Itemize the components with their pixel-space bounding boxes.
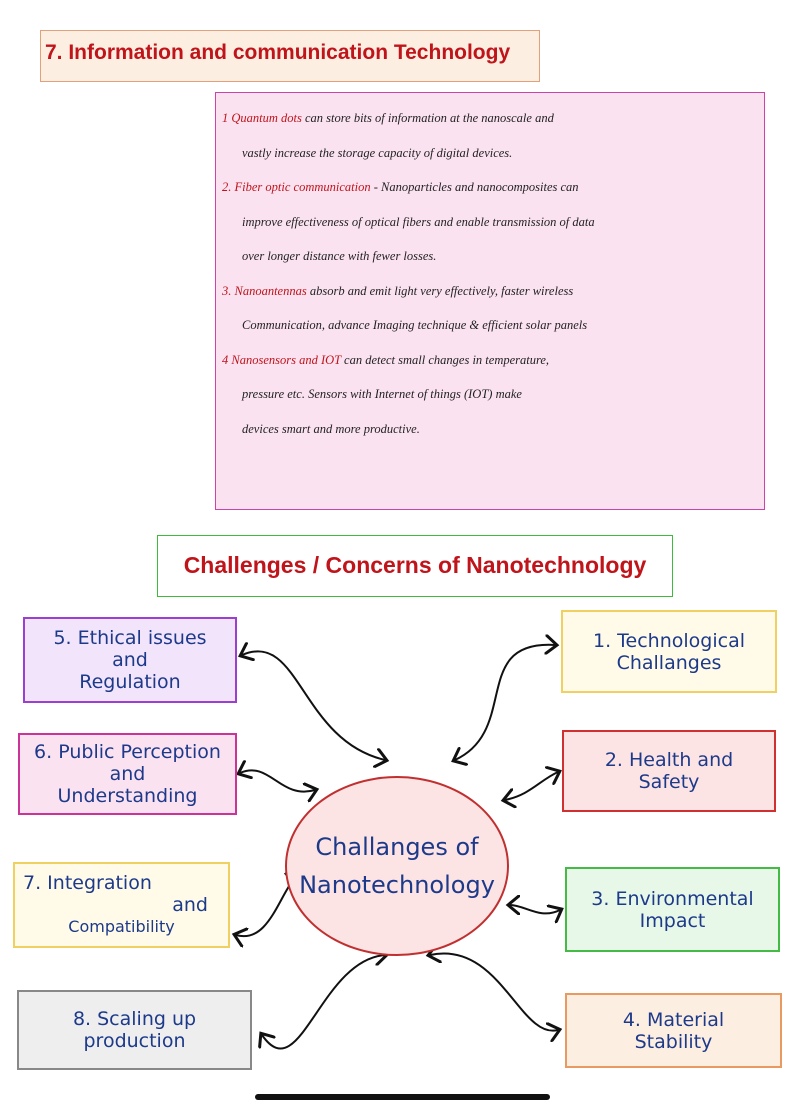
arrow-3 [510, 905, 560, 913]
box-text: 3. Environmental [591, 887, 754, 910]
arrow-6 [240, 770, 315, 791]
ict-point-2: 2. Fiber optic communication - Nanoparti… [222, 170, 758, 205]
box-text: Safety [638, 771, 700, 793]
point-lead: 3. Nanoantennas [222, 283, 307, 298]
ict-point-1: 1 Quantum dots can store bits of informa… [222, 101, 758, 136]
box-text: Understanding [57, 785, 198, 807]
arrow-1 [455, 645, 555, 760]
ict-point-3: 3. Nanoantennas absorb and emit light ve… [222, 274, 758, 309]
box-text: 2. Health and [604, 749, 734, 771]
ict-notes: 1 Quantum dots can store bits of informa… [215, 92, 765, 510]
point-text: devices smart and more productive. [242, 421, 420, 436]
center-ellipse: Challanges of Nanotechnology [285, 776, 509, 956]
point-text: can detect small changes in temperature, [340, 352, 550, 367]
point-lead: 1 Quantum dots [222, 111, 302, 125]
point-text: over longer distance with fewer losses. [242, 249, 437, 263]
point-text: improve effectiveness of optical fibers … [242, 214, 595, 229]
box-text: and [172, 894, 208, 916]
box-text: production [83, 1030, 186, 1052]
box-text: 8. Scaling up [72, 1008, 197, 1030]
box-text: Impact [639, 909, 706, 932]
section-title: 7. Information and communication Technol… [40, 30, 540, 82]
home-indicator[interactable] [255, 1094, 550, 1100]
box-text: 6. Public Perception [34, 741, 221, 763]
center-label: Nanotechnology [299, 871, 495, 899]
challenges-heading: Challenges / Concerns of Nanotechnology [157, 535, 673, 597]
point-text: absorb and emit light very effectively, … [306, 283, 574, 298]
box-text: Stability [634, 1030, 713, 1053]
box-text: Challanges [616, 651, 722, 674]
point-lead: 4 Nanosensors and IOT [222, 352, 341, 367]
box-text: Compatibility [68, 917, 175, 936]
point-text: Communication, advance Imaging technique… [242, 318, 588, 332]
box-text: and [112, 649, 148, 671]
arrow-8 [262, 955, 385, 1050]
box-text: 1. Technological [593, 629, 745, 652]
box-text: Regulation [79, 671, 181, 693]
point-text: vastly increase the storage capacity of … [242, 145, 513, 160]
box-text: 7. Integration [23, 872, 152, 894]
box-text: 5. Ethical issues [53, 627, 207, 649]
point-text: - Nanoparticles and nanocomposites can [370, 180, 579, 194]
arrow-2 [505, 772, 558, 800]
box-text: and [109, 763, 146, 785]
center-label: Challanges of [315, 833, 479, 861]
arrow-4 [430, 953, 558, 1030]
ict-point-4: 4 Nanosensors and IOT can detect small c… [222, 343, 758, 378]
box-text: 4. Material [622, 1008, 725, 1031]
point-lead: 2. Fiber optic communication [222, 180, 371, 194]
point-text: pressure etc. Sensors with Internet of t… [242, 387, 522, 401]
point-text: can store bits of information at the nan… [301, 111, 554, 125]
arrow-5 [242, 651, 385, 760]
